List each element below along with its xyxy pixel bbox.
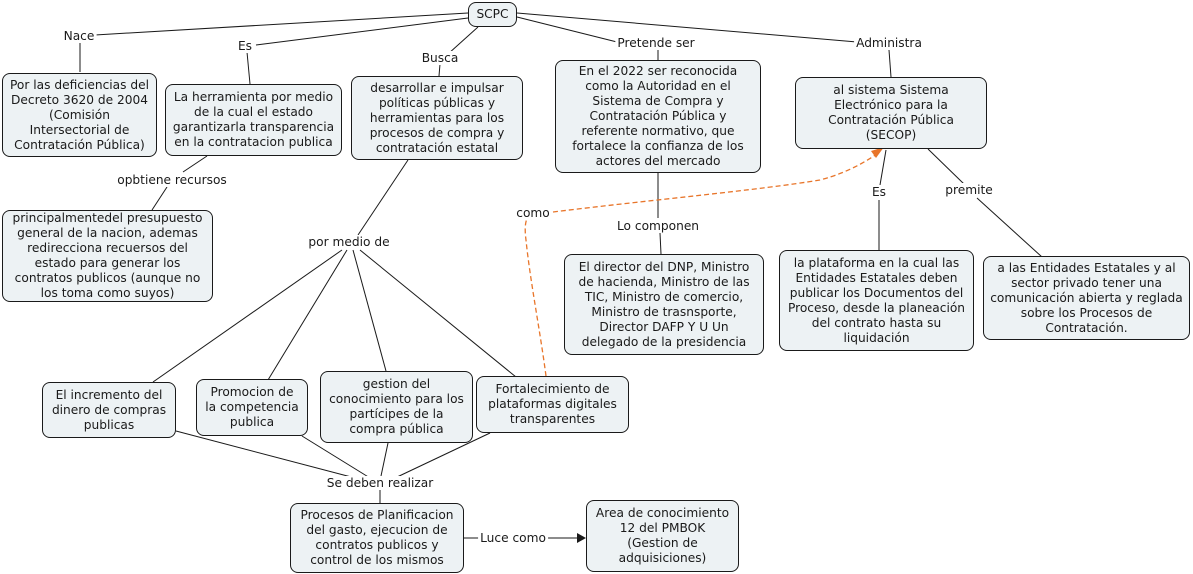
link-label-lo-componen: Lo componen [614,219,702,233]
line-medio-incremento [152,249,343,383]
node-secop[interactable]: al sistema Sistema Electrónico para la C… [795,77,987,149]
link-label-premite: premite [943,183,995,197]
node-componen-miembros[interactable]: El director del DNP, Ministro de haciend… [564,254,764,355]
node-recursos-presupuesto[interactable]: principalmentedel presupuesto general de… [2,210,213,302]
line-medio-gestion [352,249,387,372]
link-label-se-deben-realizar: Se deben realizar [324,476,436,490]
node-root-scpc[interactable]: SCPC [468,2,517,27]
line-root-pretende [516,16,618,43]
node-permite-comunicacion[interactable]: a las Entidades Estatales y al sector pr… [983,256,1190,340]
line-es-node [246,51,251,85]
node-gestion-conocimiento[interactable]: gestion del conocimiento para los partíc… [320,371,473,443]
line-busca-node [438,63,441,77]
dashed-line-como-secop [552,151,881,213]
line-root-administra [516,12,858,43]
line-incremento-realizar [175,430,356,479]
link-label-por-medio-de: por medio de [306,235,392,249]
line-fortalecimiento-realizar [394,432,491,479]
arrowhead-pmbok [577,533,586,543]
line-administra-node [888,49,892,78]
line-secop-premite [927,148,965,185]
line-medio-fortalecimiento [359,249,517,378]
line-componen-node [659,232,662,255]
line-recursos-node [151,186,168,211]
link-label-pretende-ser: Pretende ser [615,36,697,50]
link-label-nace: Nace [61,29,97,43]
node-fortalecimiento-plataformas[interactable]: Fortalecimiento de plataformas digitales… [476,376,629,433]
node-es-herramienta[interactable]: La herramienta por medio de la cual el e… [165,84,342,156]
line-promocion-realizar [301,435,371,479]
line-root-nace [94,12,469,36]
node-pretende-autoridad[interactable]: En el 2022 ser reconocida como la Autori… [555,60,761,173]
link-label-como: como [514,206,552,220]
line-medio-promocion [267,249,348,381]
link-label-busca: Busca [419,51,461,65]
link-label-opbtiene-recursos: opbtiene recursos [115,173,229,187]
line-premite-node [976,197,1043,258]
node-nace-deficiencias[interactable]: Por las deficiencias del Decreto 3620 de… [2,73,157,157]
arrowhead-secop [871,147,884,158]
node-plataforma[interactable]: la plataforma en la cual las Entidades E… [779,250,974,351]
line-secop-es [879,149,887,186]
node-incremento-dinero[interactable]: El incremento del dinero de compras publ… [42,382,176,438]
line-gestion-realizar [380,442,389,477]
node-pmbok-area[interactable]: Area de conocimiento 12 del PMBOK (Gesti… [586,500,739,572]
link-label-es: Es [235,39,255,53]
node-procesos-planificacion[interactable]: Procesos de Planificacion del gasto, eje… [290,503,464,573]
node-busca-politicas[interactable]: desarrollar e impulsar políticas pública… [351,76,523,160]
line-es-recursos [182,155,208,173]
link-label-administra: Administra [854,36,924,50]
line-root-busca [447,26,479,55]
line-busca-medio [357,159,409,236]
dashed-line-fortalecimiento-como [524,213,547,377]
link-label-luce-como: Luce como [478,531,548,545]
node-promocion-competencia[interactable]: Promocion de la competencia publica [196,379,308,436]
link-label-secop-es: Es [869,185,889,199]
line-root-es [255,17,469,46]
